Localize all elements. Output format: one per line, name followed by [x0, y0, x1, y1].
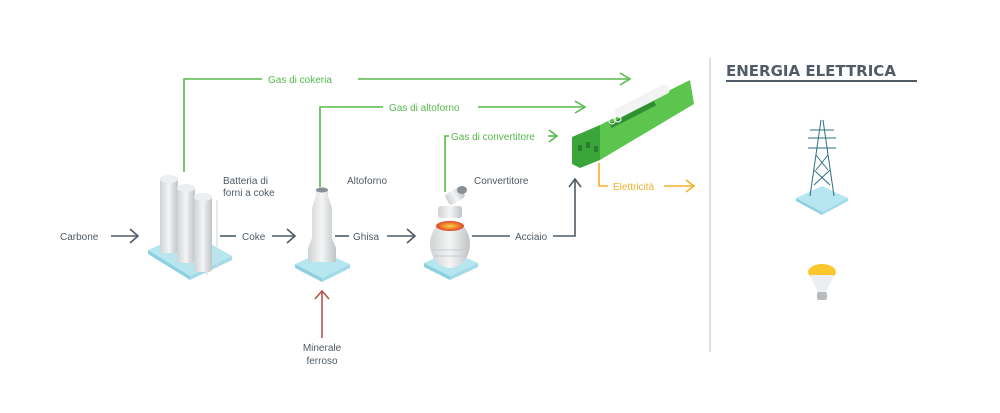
carbone-label: Carbone: [60, 232, 99, 243]
gas-altoforno-line: [319, 100, 587, 187]
elettricita-arrow: [598, 163, 696, 193]
gas-cokeria-line: [183, 72, 632, 172]
coke-oven-battery-icon: [148, 175, 232, 280]
gas-convertitore-line: [444, 129, 559, 192]
gas-altoforno-label: Gas di altoforno: [389, 103, 460, 114]
ghisa-label: Ghisa: [353, 232, 380, 243]
acciaio-label: Acciaio: [515, 232, 548, 243]
elettricita-label: Elettricità: [613, 182, 655, 193]
minerale-label-1: Minerale: [303, 343, 342, 354]
power-generator-icon: [572, 80, 694, 168]
panel-title: ENERGIA ELETTRICA: [726, 62, 896, 80]
batteria-label-1: Batteria di: [223, 176, 268, 187]
altoforno-label: Altoforno: [347, 176, 387, 187]
power-pylon-icon: [796, 119, 848, 215]
blast-furnace-icon: [295, 187, 350, 282]
coke-arrow: [220, 228, 297, 244]
convertitore-label: Convertitore: [474, 176, 529, 187]
light-bulb-icon: [808, 264, 836, 300]
converter-icon: [424, 186, 478, 280]
gas-cokeria-label: Gas di cokeria: [268, 75, 332, 86]
coke-label: Coke: [242, 232, 266, 243]
ghisa-arrow: [335, 228, 417, 244]
gas-convertitore-label: Gas di convertitore: [451, 132, 535, 143]
acciaio-arrow: [472, 177, 582, 237]
carbone-arrow: [111, 228, 140, 244]
minerale-label-2: ferroso: [306, 356, 338, 367]
batteria-label-2: forni a coke: [223, 188, 275, 199]
minerale-arrow: [314, 289, 330, 338]
